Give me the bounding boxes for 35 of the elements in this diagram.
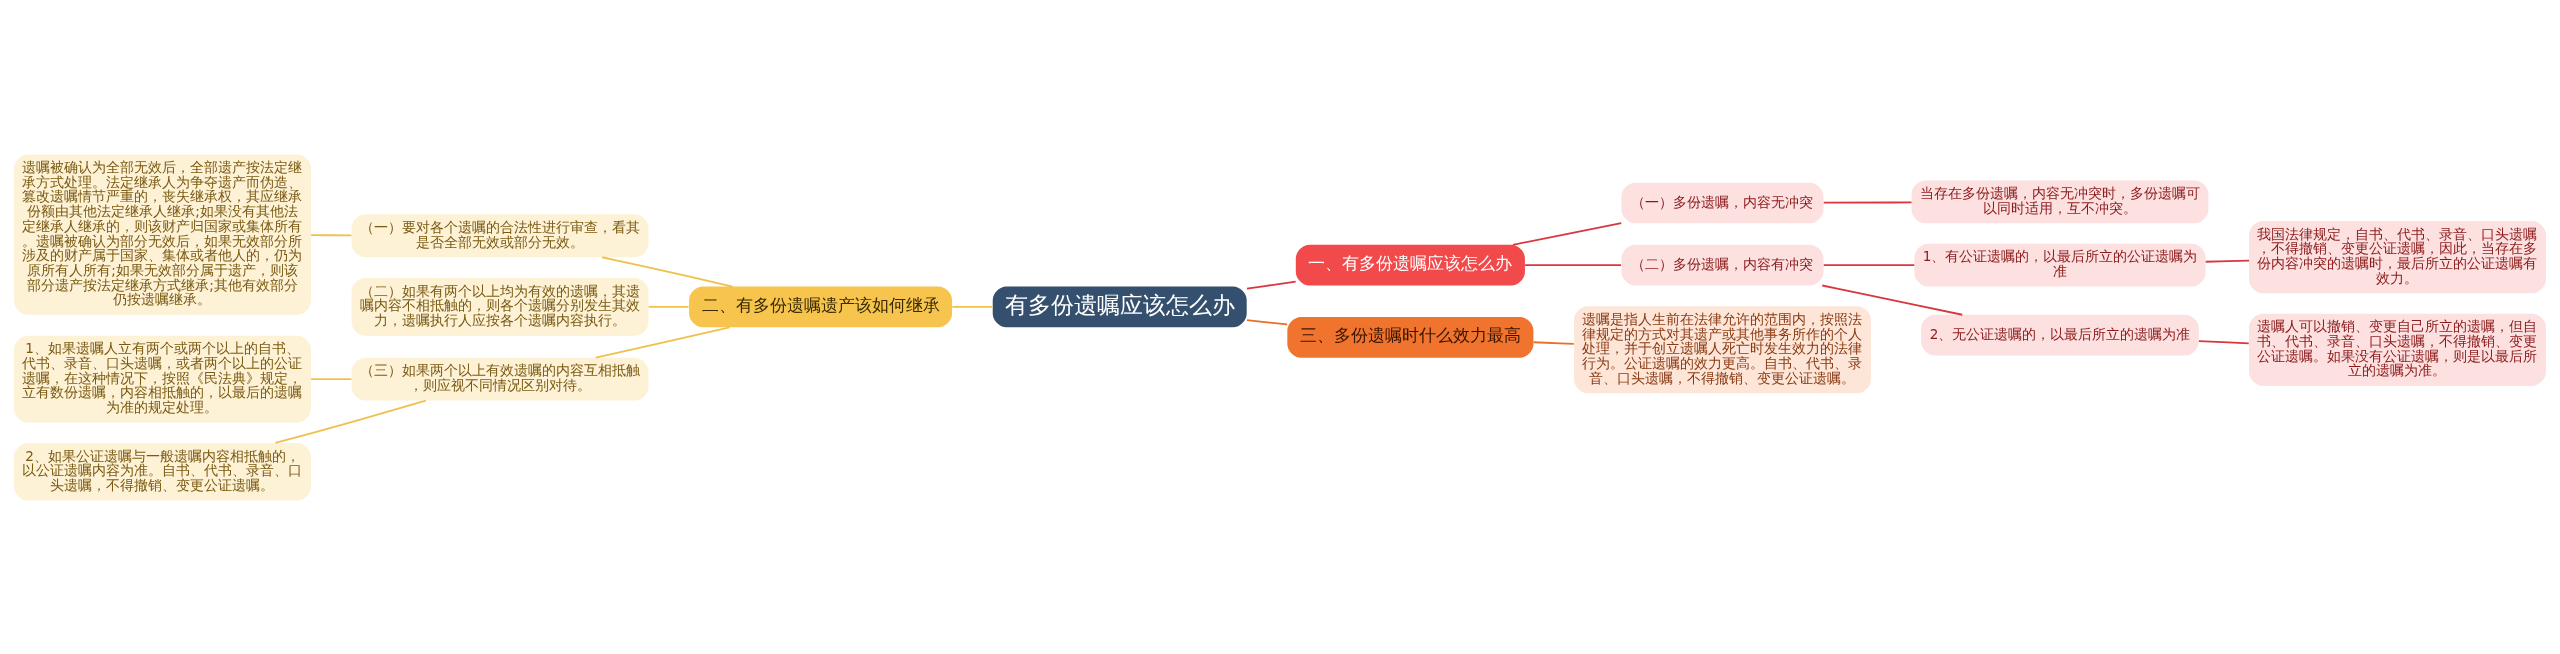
node-box: 1、有公证遗嘱的，以最后所立的公证遗嘱为准 [1914, 243, 2206, 287]
node-box: 遗嘱人可以撤销、变更自己所立的遗嘱，但自书、代书、录音、口头遗嘱，不得撤销、变更公证遗嘱。如果没有公证遗嘱，则是以最后所立的遗嘱为准。 [2249, 313, 2546, 386]
node-box: （二）多份遗嘱，内容有冲突 [1621, 244, 1824, 285]
node-box: （三）如果两个以上有效遗嘱的内容互相抵触，则应视不同情况区别对待。 [351, 357, 649, 401]
node-box: 三、多份遗嘱时什么效力最高 [1287, 316, 1534, 358]
connector [1512, 221, 1623, 246]
connector [2204, 259, 2250, 263]
node-box: 2、无公证遗嘱的，以最后所立的遗嘱为准 [1921, 314, 2199, 355]
connector [951, 305, 994, 308]
connector [1821, 284, 1964, 316]
node-box: （一）要对各个遗嘱的合法性进行审查，看其是否全部无效或部分无效。 [351, 213, 649, 257]
node-box: 2、如果公证遗嘱与一般遗嘱内容相抵触的，以公证遗嘱内容为准。自书、代书、录音、口头遗嘱，不得撤销、变更公证遗嘱。 [14, 442, 311, 500]
node-box: 我国法律规定，自书、代书、录音、口头遗嘱，不得撤销、变更公证遗嘱，因此，当存在多份内容冲突的遗嘱时，最后所立的公证遗嘱有效力。 [2249, 220, 2546, 293]
node-box: 当存在多份遗嘱，内容无冲突时，多份遗嘱可以同时适用，互不冲突。 [1911, 180, 2209, 223]
connector [1822, 201, 1913, 204]
connector [1246, 318, 1288, 325]
node-box: 一、有多份遗嘱应该怎么办 [1295, 244, 1525, 285]
node-box: （二）如果有两个以上均为有效的遗嘱，其遗嘱内容不相抵触的，则各个遗嘱分别发生其效力，遗嘱执行人应按各个遗嘱内容执行。 [351, 277, 649, 336]
node-box: 1、如果遗嘱人立有两个或两个以上的自书、代书、录音、口头遗嘱，或者两个以上的公证遗嘱，在这种情况下，按照《民法典》规定，立有数份遗嘱，内容相抵触的，以最后的遗嘱为准的规定处理。 [14, 335, 311, 423]
connector [594, 325, 731, 359]
connector [1532, 340, 1575, 345]
connector [601, 255, 734, 287]
node-box: 遗嘱被确认为全部无效后，全部遗产按法定继承方式处理。法定继承人为争夺遗产而伪造、篡改遗嘱情节严重的，丧失继承权，其应继承份额由其他法定继承人继承;如果没有其他法定继承人继承的，则该财产归国家或集体所有。遗嘱被确认为部分无效后，如果无效部分所涉及的财产属于国家、集体或者他人的，仍为原所有人所有;如果无效部分属于遗产，则该部分遗产按法定继承方式继承;其他有效部分仍按遗嘱继承。 [14, 154, 311, 315]
connector [1246, 280, 1297, 290]
node-box: （一）多份遗嘱，内容无冲突 [1621, 182, 1824, 223]
connector [1822, 263, 1916, 266]
connector [1524, 263, 1622, 266]
connector [310, 377, 353, 380]
connector [274, 399, 427, 444]
connector [310, 233, 353, 236]
node-box: 有多份遗嘱应该怎么办 [992, 286, 1247, 327]
connector [2198, 339, 2250, 344]
node-box: 二、有多份遗嘱遗产该如何继承 [689, 286, 953, 327]
node-box: 遗嘱是指人生前在法律允许的范围内，按照法律规定的方式对其遗产或其他事务所作的个人处理，并于创立遗嘱人死亡时发生效力的法律行为。公证遗嘱的效力更高。自书、代书、录音、口头遗嘱，不得撤销、变更公证遗嘱。 [1574, 305, 1871, 393]
connector [647, 305, 690, 308]
